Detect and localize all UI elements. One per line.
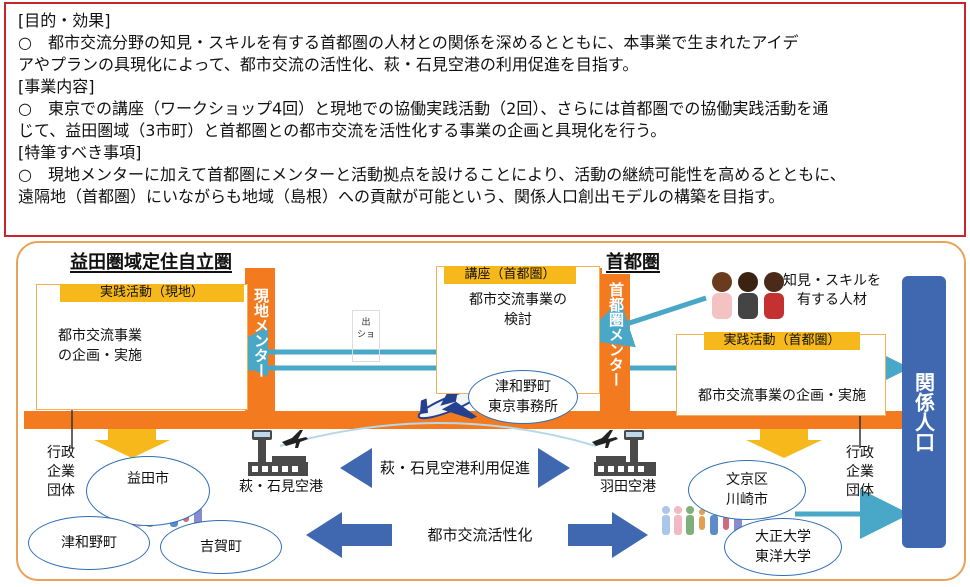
tsuwano-office: 津和野町 東京事務所 [468,370,578,424]
right-region-title: 首都圏 [602,248,664,274]
left-region-title: 益田圏域定住自立圏 [66,248,236,274]
section-notable: [特筆すべき事項] ○ 現地メンターに加えて首都圏にメンターと活動拠点を設けるこ… [18,142,954,208]
urban-exchange-label: 都市交流活性化 [392,524,568,546]
haneda-airport-icon [592,430,656,476]
relation-population-label: 関係人口 [911,372,936,452]
down-arrow-left [94,429,170,458]
section-heading: [事業内容] [18,77,95,96]
right-support-label: 行政 企業 団体 [846,445,874,499]
masuda-city: 益田市 [86,456,210,526]
airport-promo-label: 萩・石見空港利用促進 [372,458,538,478]
section-heading: [特筆すべき事項] [18,143,142,162]
local-practice-title: 実践活動（現地） [60,284,244,302]
iwami-airport-icon [248,430,308,476]
section-content: [事業内容] ○ 東京での講座（ワークショップ4回）と現地での協働実践活動（2回… [18,76,954,142]
capital-mentor-bar [600,268,630,428]
universities: 大正大学 東洋大学 [724,518,842,576]
local-practice-panel [36,284,248,410]
lecture-text: 都市交流事業の 検討 [469,292,567,328]
left-support-label: 行政 企業 団体 [47,445,75,499]
misc-note: 出 ショ [352,310,380,362]
arrow-expert-to-lecture [580,295,707,348]
bunkyo-kawasaki: 文京区 川崎市 [688,460,806,520]
section-heading: [目的・効果] [18,11,111,30]
relation-population-box: 関係人口 [902,276,946,548]
capital-practice-title: 実践活動（首都圏） [704,332,860,350]
tsuwano-town: 津和野町 [28,516,150,570]
expert-people-label: 知見・スキルを 有する人材 [783,273,881,308]
section-body: ○ 現地メンターに加えて首都圏にメンターと活動拠点を設けることにより、活動の継続… [18,165,846,206]
yoshika-town: 吉賀町 [160,520,282,574]
summary-box: [目的・効果] ○ 都市交流分野の知見・スキルを有する首都圏の人材との関係を深め… [4,2,966,237]
local-practice-text: 都市交流事業 の企画・実施 [58,328,142,364]
local-mentor-label: 現地メンター [252,288,270,378]
section-body: ○ 東京での講座（ワークショップ4回）と現地での協働実践活動（2回）、さらには首… [18,99,829,140]
section-body: ○ 都市交流分野の知見・スキルを有する首都圏の人材との関係を深めるとともに、本事… [18,33,799,74]
people-experts-icon [712,272,784,319]
capital-mentor-label: 首都圏メンター [607,282,625,387]
lecture-title: 講座（首都圏） [444,266,576,284]
diagram-frame [16,241,966,581]
flight-path [279,422,597,447]
haneda-airport-label: 羽田空港 [600,479,656,495]
down-arrow-right [746,429,822,458]
section-purpose: [目的・効果] ○ 都市交流分野の知見・スキルを有する首都圏の人材との関係を深め… [18,10,954,76]
iwami-airport-label: 萩・石見空港 [239,479,323,495]
capital-practice-text: 都市交流事業の企画・実施 [698,388,866,404]
